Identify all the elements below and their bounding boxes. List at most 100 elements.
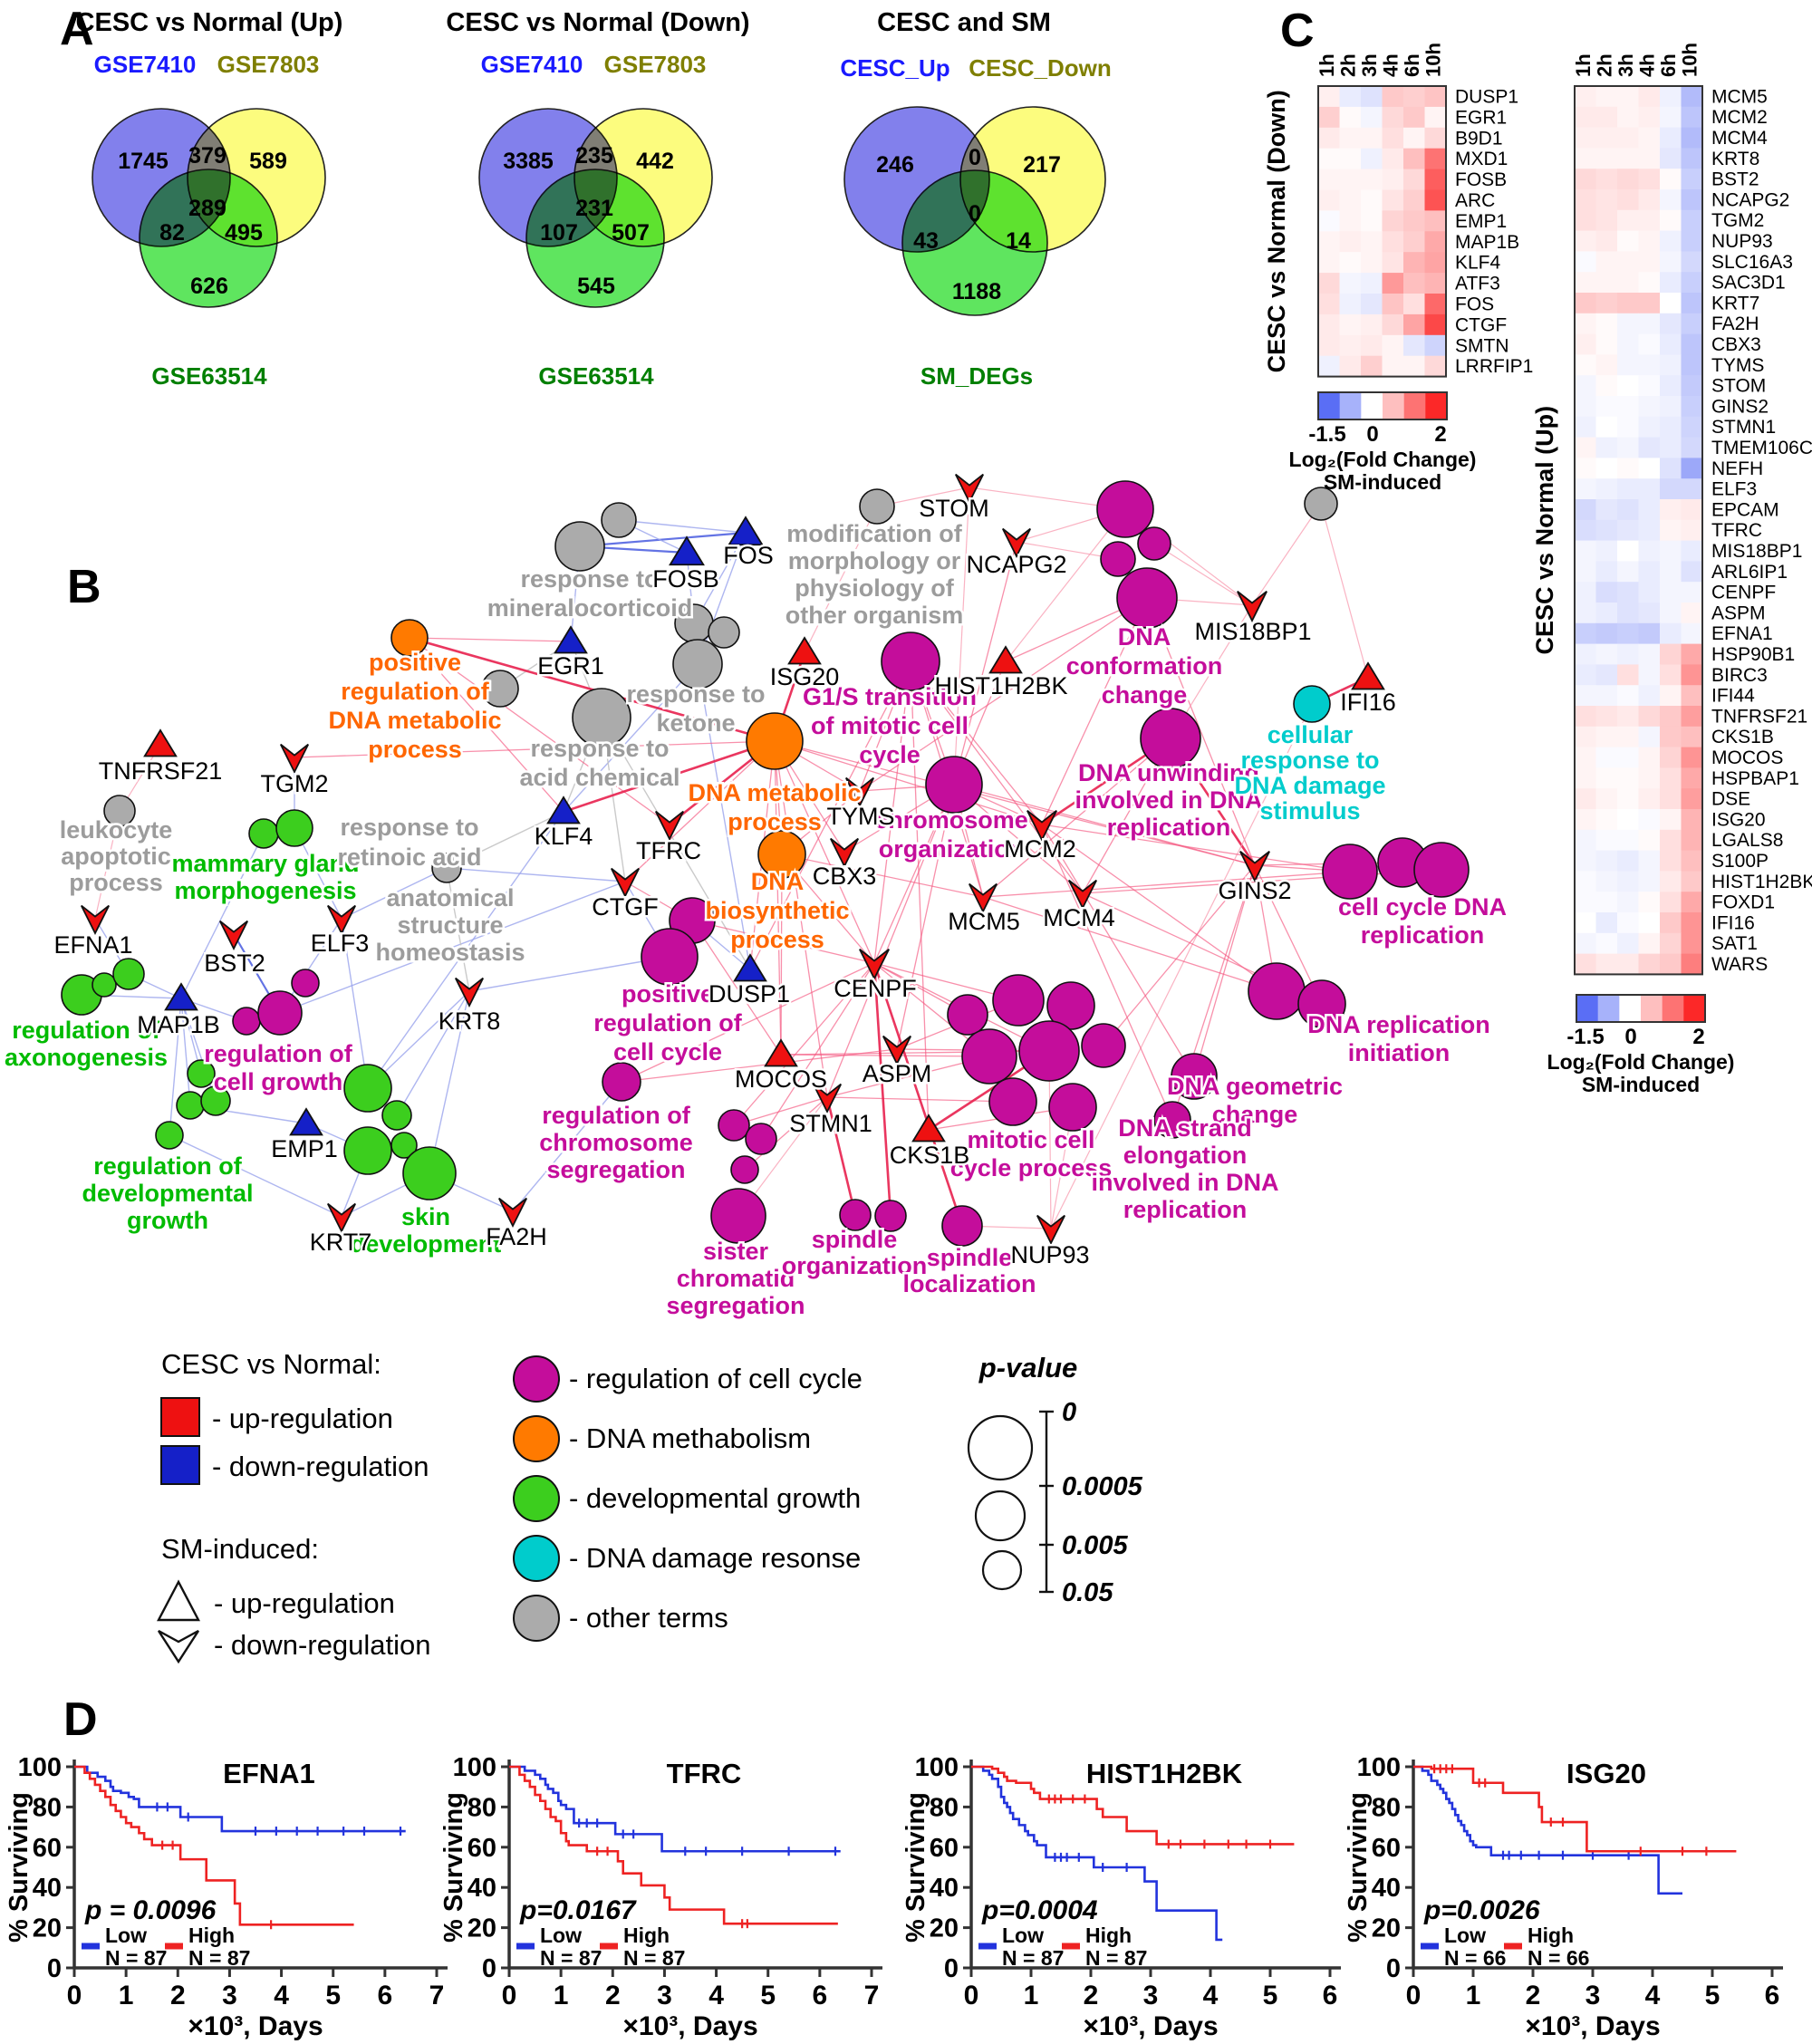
km-x-tick-label: 6 bbox=[1765, 1981, 1780, 2010]
km-x-tick-label: 5 bbox=[1263, 1981, 1278, 2010]
colorbar-cell bbox=[1383, 392, 1405, 419]
term-node-mito5 bbox=[1018, 1020, 1080, 1082]
heatmap-cell bbox=[1660, 788, 1682, 810]
heatmap-cell bbox=[1339, 273, 1362, 294]
km-x-tick-label: 1 bbox=[1024, 1981, 1039, 2010]
heatmap-cell bbox=[1361, 231, 1383, 253]
term-label: response to bbox=[626, 680, 765, 708]
gene-label-KLF4: KLF4 bbox=[535, 823, 593, 850]
heatmap-cell bbox=[1575, 86, 1596, 108]
heatmap-gene-label: STOM bbox=[1711, 376, 1766, 397]
heatmap-gene-label: MCM5 bbox=[1711, 86, 1768, 107]
heatmap-cell bbox=[1660, 169, 1682, 190]
heatmap-cell bbox=[1617, 354, 1639, 376]
heatmap-cell bbox=[1318, 169, 1340, 190]
colorbar-cell bbox=[1641, 995, 1663, 1022]
km-x-tick-label: 1 bbox=[119, 1981, 134, 2010]
heatmap-cell bbox=[1660, 603, 1682, 624]
heatmap-cell bbox=[1595, 932, 1618, 955]
heatmap-cell bbox=[1382, 127, 1404, 149]
venn-count: 507 bbox=[612, 220, 650, 246]
legend-cat-circle bbox=[513, 1355, 560, 1403]
heatmap-cell bbox=[1617, 871, 1639, 892]
heatmap-cell bbox=[1617, 912, 1639, 934]
heatmap-cell bbox=[1339, 148, 1362, 170]
heatmap-gene-label: TYMS bbox=[1711, 355, 1764, 376]
term-label: DNA metabolic bbox=[328, 707, 501, 734]
heatmap-cell bbox=[1361, 127, 1383, 149]
heatmap-gene-label: TMEM106C bbox=[1711, 438, 1812, 458]
term-node-conf4 bbox=[1116, 567, 1178, 629]
gene-node-BST2 bbox=[218, 920, 249, 951]
heatmap-cell bbox=[1595, 169, 1618, 190]
heatmap-gene-label: BST2 bbox=[1711, 169, 1759, 190]
heatmap-cell bbox=[1617, 561, 1639, 583]
gene-label-HIST1H2BK: HIST1H2BK bbox=[934, 672, 1067, 699]
heatmap-cell bbox=[1595, 230, 1618, 252]
heatmap-cell bbox=[1617, 726, 1639, 748]
term-node-skin2 bbox=[381, 1100, 412, 1131]
heatmap-cell bbox=[1424, 252, 1447, 274]
gene-node-CENPF bbox=[859, 948, 890, 981]
heatmap-cell bbox=[1595, 375, 1618, 397]
gene-label-STOM: STOM bbox=[919, 495, 989, 522]
network-edge bbox=[774, 740, 1043, 825]
heatmap-cell bbox=[1595, 313, 1618, 335]
gene-label-EMP1: EMP1 bbox=[271, 1135, 338, 1162]
gene-label-CENPF: CENPF bbox=[834, 975, 917, 1002]
term-node-minc1 bbox=[554, 521, 605, 572]
term-label: positive bbox=[622, 980, 714, 1008]
km-y-tick-label: 80 bbox=[467, 1793, 496, 1822]
gene-node-MAP1B bbox=[164, 982, 198, 1011]
heatmap-cell bbox=[1575, 458, 1596, 479]
heatmap-cell bbox=[1681, 932, 1703, 955]
heatmap-gene-label: EMP1 bbox=[1455, 211, 1507, 232]
pvalue-tick-label: 0.005 bbox=[1062, 1531, 1128, 1560]
term-label: response to bbox=[520, 565, 659, 593]
panel-c-letter: C bbox=[1280, 5, 1315, 57]
network-edge bbox=[774, 740, 875, 964]
km-pvalue: p = 0.0096 bbox=[84, 1895, 217, 1925]
heatmap-cell bbox=[1638, 953, 1661, 975]
heatmap-cell bbox=[1382, 148, 1404, 170]
heatmap-cell bbox=[1595, 561, 1618, 583]
network-edge bbox=[774, 740, 782, 1056]
heatmap-cell bbox=[1318, 189, 1340, 211]
term-label: process bbox=[728, 808, 822, 835]
term-node-unwind bbox=[1140, 708, 1201, 769]
heatmap-cell bbox=[1660, 375, 1682, 397]
term-label: mitotic cell bbox=[967, 1126, 1094, 1153]
network-edge bbox=[804, 506, 878, 653]
heatmap-cell bbox=[1660, 850, 1682, 872]
term-label: cycle process bbox=[950, 1154, 1113, 1181]
heatmap-cell bbox=[1617, 788, 1639, 810]
colorbar-tick: -1.5 bbox=[1566, 1025, 1604, 1049]
km-y-label: % Surviving bbox=[5, 1792, 34, 1943]
heatmap-cell bbox=[1617, 293, 1639, 314]
term-label: homeostasis bbox=[375, 939, 525, 966]
heatmap-cell bbox=[1424, 127, 1447, 149]
network-edge bbox=[697, 663, 751, 970]
heatmap-cell bbox=[1681, 561, 1703, 583]
heatmap-gene-label: STMN1 bbox=[1711, 417, 1776, 438]
heatmap-cell bbox=[1617, 313, 1639, 335]
network-edge bbox=[859, 597, 1148, 792]
gene-node-ASPM bbox=[882, 1035, 912, 1066]
heatmap-cell bbox=[1617, 892, 1639, 913]
heatmap-cell bbox=[1595, 354, 1618, 376]
km-x-tick-label: 0 bbox=[1406, 1981, 1422, 2010]
network-edge bbox=[1041, 824, 1277, 992]
term-node-retin bbox=[431, 853, 462, 883]
heatmap-gene-label: FOSB bbox=[1455, 169, 1507, 190]
heatmap-cell bbox=[1595, 892, 1618, 913]
heatmap-col-label: 3h bbox=[1614, 53, 1637, 77]
heatmap-cell bbox=[1403, 334, 1425, 357]
legend-triangle-icon bbox=[157, 1579, 200, 1622]
term-node-regseg bbox=[602, 1062, 641, 1102]
venn-title: CESC vs Normal (Down) bbox=[446, 8, 749, 37]
term-label: DNA damage bbox=[1234, 772, 1385, 799]
heatmap-cell bbox=[1681, 912, 1703, 934]
heatmap-gene-label: ISG20 bbox=[1711, 809, 1766, 830]
heatmap-cell bbox=[1617, 747, 1639, 768]
